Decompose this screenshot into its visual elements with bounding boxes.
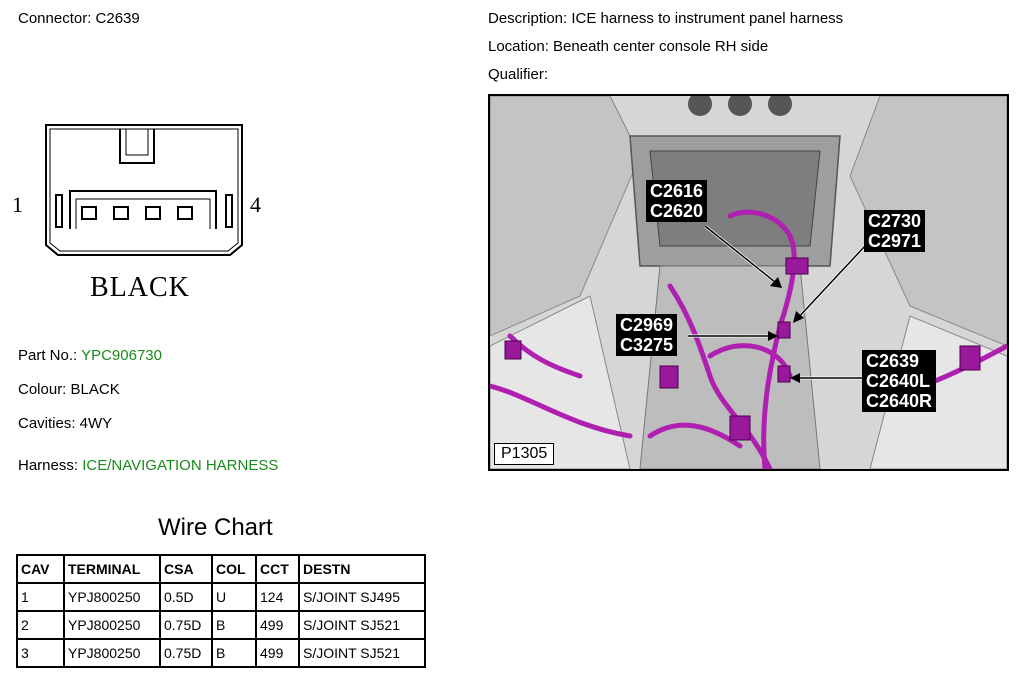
cell-col: B	[211, 638, 257, 668]
table-row: 1 YPJ800250 0.5D U 124 S/JOINT SJ495	[16, 582, 426, 612]
wire-chart-table: CAV TERMINAL CSA COL CCT DESTN 1 YPJ8002…	[16, 554, 426, 668]
callout-c2730-c2971: C2730 C2971	[864, 210, 926, 252]
wire-chart-header-row: CAV TERMINAL CSA COL CCT DESTN	[16, 554, 426, 584]
harness-label: Harness:	[18, 457, 79, 474]
part-no-label: Part No.:	[18, 347, 78, 364]
connector-id-label: Connector: C2639	[18, 10, 140, 27]
cell-terminal: YPJ800250	[63, 582, 161, 612]
connector-color-label: BLACK	[90, 272, 190, 303]
pin-1-label: 1	[12, 192, 23, 217]
colour-label: Colour: BLACK	[18, 381, 120, 398]
cell-col: U	[211, 582, 257, 612]
callout-c2640l: C2640L	[866, 371, 931, 391]
description-label: Description: ICE harness to instrument p…	[488, 10, 844, 27]
cavities-label: Cavities: 4WY	[18, 415, 113, 432]
callout-c2640r: C2640R	[866, 391, 933, 411]
cell-destn: S/JOINT SJ521	[298, 610, 426, 640]
cell-destn: S/JOINT SJ495	[298, 582, 426, 612]
connector-face-diagram	[45, 124, 243, 256]
cell-destn: S/JOINT SJ521	[298, 638, 426, 668]
cell-cav: 1	[16, 582, 65, 612]
header-cct: CCT	[255, 554, 300, 584]
callout-c3275: C3275	[620, 335, 674, 355]
callout-c2971: C2971	[868, 231, 922, 251]
pin-4-label: 4	[250, 192, 261, 217]
table-row: 2 YPJ800250 0.75D B 499 S/JOINT SJ521	[16, 610, 426, 640]
cell-cct: 124	[255, 582, 300, 612]
cell-cav: 2	[16, 610, 65, 640]
wire-chart-title: Wire Chart	[158, 514, 273, 541]
part-no-value: YPC906730	[81, 347, 162, 364]
header-csa: CSA	[159, 554, 213, 584]
callout-c2616: C2616	[650, 181, 704, 201]
photo-reference-label: P1305	[494, 443, 555, 465]
header-destn: DESTN	[298, 554, 426, 584]
cell-csa: 0.5D	[159, 582, 213, 612]
qualifier-label: Qualifier:	[488, 66, 549, 83]
callout-c2969: C2969	[620, 315, 674, 335]
callout-c2730: C2730	[868, 211, 922, 231]
location-photo: C2616 C2620 C2730 C2971 C2969 C3275 C263…	[488, 94, 1009, 471]
header-terminal: TERMINAL	[63, 554, 161, 584]
callout-c2620: C2620	[650, 201, 704, 221]
callout-c2616-c2620: C2616 C2620	[646, 180, 708, 222]
harness-value: ICE/NAVIGATION HARNESS	[82, 457, 279, 474]
cell-terminal: YPJ800250	[63, 610, 161, 640]
cell-csa: 0.75D	[159, 638, 213, 668]
cell-terminal: YPJ800250	[63, 638, 161, 668]
table-row: 3 YPJ800250 0.75D B 499 S/JOINT SJ521	[16, 638, 426, 668]
header-col: COL	[211, 554, 257, 584]
cell-cct: 499	[255, 610, 300, 640]
callout-c2639: C2639	[866, 351, 920, 371]
part-no-row: Part No.: YPC906730	[18, 347, 162, 364]
harness-row: Harness: ICE/NAVIGATION HARNESS	[18, 457, 278, 474]
cell-col: B	[211, 610, 257, 640]
vehicle-interior-illustration	[490, 96, 1007, 469]
header-cav: CAV	[16, 554, 65, 584]
cell-cct: 499	[255, 638, 300, 668]
cell-cav: 3	[16, 638, 65, 668]
callout-c2639-c2640: C2639 C2640L C2640R	[862, 350, 937, 412]
callout-c2969-c3275: C2969 C3275	[616, 314, 678, 356]
location-label: Location: Beneath center console RH side	[488, 38, 769, 55]
cell-csa: 0.75D	[159, 610, 213, 640]
